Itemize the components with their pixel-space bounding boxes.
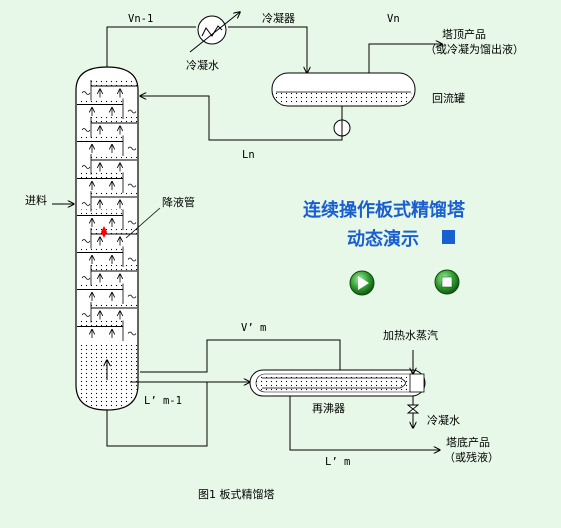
- label-reboiler: 再沸器: [312, 402, 345, 415]
- liquid-flow-mark: [81, 202, 91, 206]
- label-bottom-product-note: （或残液）: [444, 450, 499, 464]
- column-trays: [77, 80, 137, 341]
- liquid-flow-mark: [81, 313, 91, 317]
- label-v-prime-m: V’ m: [241, 322, 266, 334]
- label-l-prime-m: L’ m: [325, 456, 350, 468]
- tray-liquid: [77, 209, 123, 216]
- stop-icon: [441, 276, 453, 288]
- tray-liquid: [91, 228, 137, 234]
- liquid-flow-mark: [81, 276, 91, 280]
- liquid-flow-mark: [127, 294, 137, 299]
- tray-liquid: [91, 191, 137, 197]
- tray-liquid: [91, 302, 137, 308]
- downcomer-pointer: [125, 207, 161, 239]
- reflux-drum: [271, 72, 416, 107]
- label-vn: Vn: [387, 13, 400, 25]
- tray-liquid: [77, 246, 123, 253]
- tray-liquid: [91, 117, 137, 123]
- flow-indicator: [101, 226, 107, 238]
- label-top-product: 塔顶产品: [442, 27, 486, 41]
- label-cooling-water-bottom: 冷凝水: [427, 413, 460, 427]
- top-piping: [106, 12, 442, 141]
- liquid-flow-mark: [81, 165, 91, 169]
- play-button[interactable]: [349, 270, 375, 296]
- liquid-flow-mark: [81, 128, 91, 132]
- label-heating-steam: 加热水蒸汽: [383, 328, 438, 342]
- reboiler: [249, 369, 426, 397]
- label-ln: Ln: [242, 149, 255, 161]
- label-downcomer: 降液管: [162, 195, 195, 209]
- tray-liquid: [77, 283, 123, 290]
- liquid-flow-mark: [127, 183, 137, 188]
- tray-liquid: [77, 98, 123, 105]
- label-bottom-product: 塔底产品: [446, 435, 490, 449]
- figure-caption: 图1 板式精馏塔: [198, 487, 275, 501]
- liquid-flow-mark: [127, 220, 137, 225]
- label-condenser: 冷凝器: [262, 11, 295, 25]
- title-line-2: 动态演示: [347, 228, 419, 250]
- label-top-product-note: （或冷凝为馏出液）: [425, 42, 524, 56]
- label-cooling-water-top: 冷凝水: [186, 58, 219, 72]
- label-reflux-drum: 回流罐: [432, 91, 465, 105]
- tray-liquid: [77, 320, 123, 327]
- steam-trap-icon: [406, 404, 420, 414]
- tray-liquid: [91, 154, 137, 160]
- label-vn-1: Vn-1: [128, 13, 153, 25]
- tray-liquid: [91, 265, 137, 271]
- liquid-flow-mark: [127, 109, 137, 114]
- title-line-1: 连续操作板式精馏塔: [303, 199, 466, 221]
- label-l-prime-m-1: L’ m-1: [144, 395, 182, 407]
- tray-liquid: [77, 172, 123, 179]
- condenser: [189, 12, 240, 53]
- distillation-column: [75, 66, 139, 411]
- play-icon: [358, 276, 369, 290]
- label-feed: 进料: [25, 193, 47, 207]
- bottom-piping: [106, 339, 440, 450]
- tray-liquid: [91, 80, 137, 86]
- liquid-flow-mark: [81, 91, 91, 95]
- liquid-flow-mark: [127, 257, 137, 262]
- title-square-icon: [442, 230, 455, 244]
- stop-button[interactable]: [434, 269, 460, 295]
- liquid-flow-mark: [81, 239, 91, 243]
- liquid-flow-mark: [127, 146, 137, 151]
- tray-liquid: [77, 135, 123, 142]
- liquid-flow-mark: [127, 331, 137, 336]
